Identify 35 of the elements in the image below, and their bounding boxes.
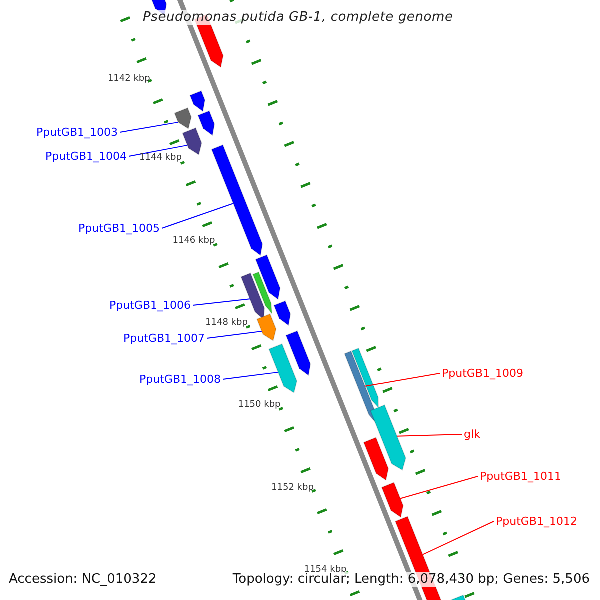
leader-line — [206, 330, 262, 339]
leader-line — [192, 298, 251, 306]
gene-feature — [182, 128, 202, 156]
gene-label: PputGB1_1005 — [78, 223, 160, 234]
gene-feature — [370, 404, 406, 471]
gene-feature — [174, 108, 192, 130]
leader-line — [222, 372, 279, 380]
leader-line — [120, 122, 179, 133]
leader-line — [400, 476, 478, 500]
gene-feature — [344, 350, 377, 424]
gene-label: PputGB1_1011 — [480, 471, 562, 482]
scale-label: 1152 kbp — [272, 484, 314, 493]
leader-line — [162, 203, 234, 229]
leader-line — [128, 144, 188, 157]
gene-label: PputGB1_1004 — [46, 151, 127, 162]
gene-label: PputGB1_1012 — [496, 516, 578, 527]
gene-label: PputGB1_1008 — [140, 374, 221, 385]
gene-label: PputGB1_1009 — [442, 368, 524, 379]
scale-label: 1146 kbp — [172, 237, 216, 246]
gene-label: PputGB1_1007 — [124, 333, 205, 344]
gene-feature — [381, 482, 404, 518]
gene-feature — [268, 344, 298, 394]
scale-label: 1148 kbp — [206, 319, 248, 328]
genome-summary-note: Topology: circular; Length: 6,078,430 bp; Genes: 5,506 — [230, 572, 592, 587]
scale-label: 1150 kbp — [238, 401, 281, 410]
genome-title: Pseudomonas putida GB-1, complete genome — [141, 10, 456, 25]
gene-label: PputGB1_1006 — [110, 300, 191, 311]
leader-line — [396, 434, 462, 437]
leader-line — [422, 521, 494, 556]
gene-label: PputGB1_1003 — [36, 127, 118, 138]
gene-feature — [256, 314, 277, 342]
scale-label: 1144 kbp — [140, 154, 182, 163]
gene-label: glk — [464, 429, 480, 440]
leader-line — [364, 373, 440, 387]
scale-label: 1142 kbp — [108, 75, 150, 84]
